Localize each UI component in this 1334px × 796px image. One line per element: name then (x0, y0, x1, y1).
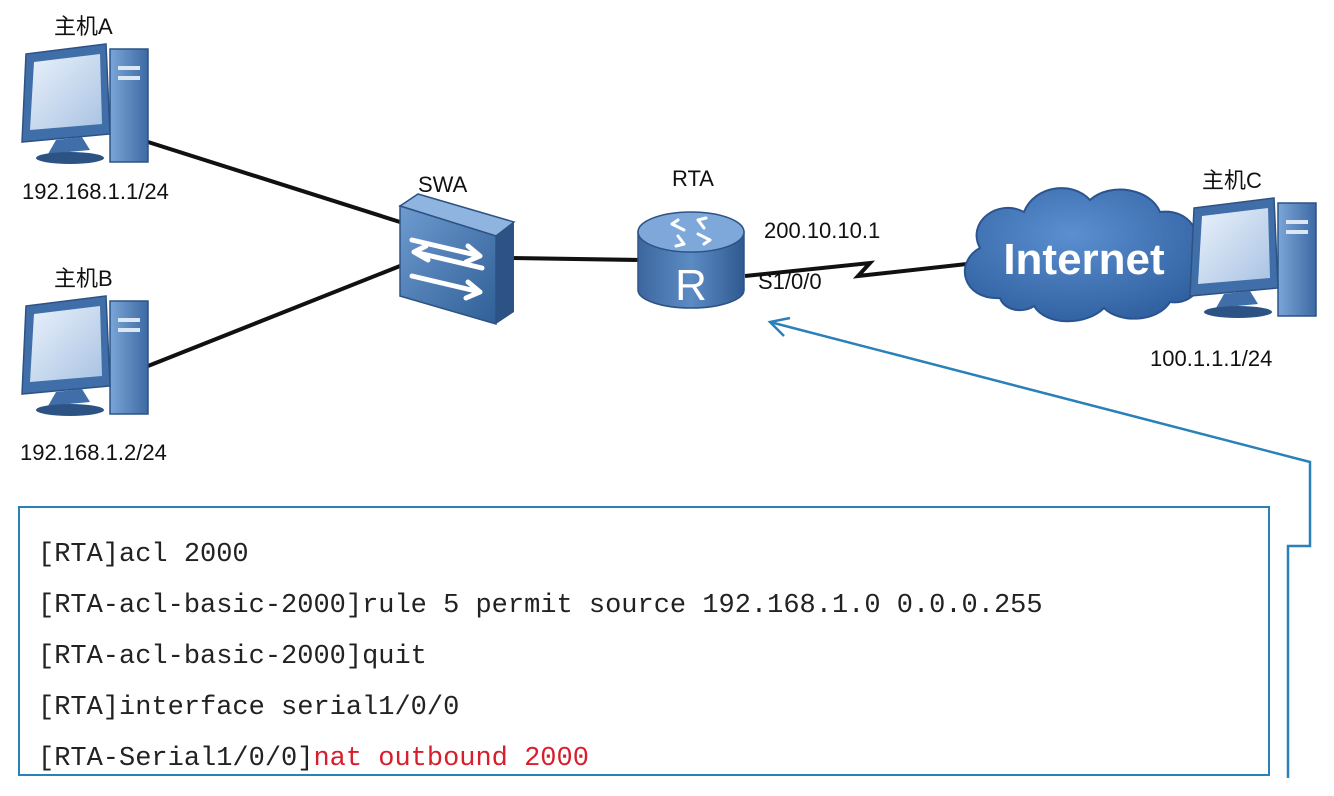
router-letter: R (675, 261, 707, 310)
config-command-highlight: nat outbound 2000 (313, 744, 589, 774)
computer-icon-host-a (21, 43, 149, 164)
host-c-ip: 100.1.1.1/24 (1150, 346, 1272, 371)
callout-arrow (769, 320, 1312, 778)
computer-icon-host-c (1189, 197, 1317, 318)
router-wan-interface: S1/0/0 (758, 269, 822, 294)
internet-label: Internet (1003, 235, 1165, 284)
switch-name: SWA (418, 172, 468, 197)
serial-link-rta-internet (744, 260, 986, 279)
config-command: quit (362, 642, 427, 672)
host-b-name: 主机B (54, 266, 113, 291)
switch-icon (398, 193, 516, 325)
config-prompt: [RTA] (38, 693, 120, 723)
callout-arrow-head (767, 316, 791, 337)
router-wan-ip: 200.10.10.1 (764, 218, 880, 243)
config-line-2: [RTA-acl-basic-2000]rule 5 permit source… (20, 581, 1268, 632)
router-icon: R (637, 211, 745, 310)
config-command: rule 5 permit source 192.168.1.0 0.0.0.2… (362, 591, 1043, 621)
link-host-a-swa (147, 140, 401, 224)
config-box: [RTA]acl 2000 [RTA-acl-basic-2000]rule 5… (18, 506, 1270, 776)
config-prompt: [RTA-acl-basic-2000] (38, 591, 363, 621)
config-line-3: [RTA-acl-basic-2000]quit (20, 632, 1268, 683)
router-name: RTA (672, 166, 714, 191)
config-command: acl 2000 (119, 540, 249, 570)
config-prompt: [RTA-Serial1/0/0] (38, 744, 314, 774)
link-host-b-swa (147, 264, 401, 368)
config-prompt: [RTA] (38, 540, 120, 570)
config-command: interface serial1/0/0 (119, 693, 460, 723)
config-line-5: [RTA-Serial1/0/0]nat outbound 2000 (20, 734, 1268, 785)
internet-cloud-icon (963, 187, 1203, 323)
config-prompt: [RTA-acl-basic-2000] (38, 642, 363, 672)
host-b-ip: 192.168.1.2/24 (20, 440, 167, 465)
config-line-4: [RTA]interface serial1/0/0 (20, 683, 1268, 734)
link-swa-rta (511, 256, 641, 262)
computer-icon-host-b (21, 295, 149, 416)
host-a-ip: 192.168.1.1/24 (22, 179, 169, 204)
host-c-name: 主机C (1202, 168, 1262, 193)
config-line-1: [RTA]acl 2000 (20, 530, 1268, 581)
host-a-name: 主机A (54, 14, 113, 39)
